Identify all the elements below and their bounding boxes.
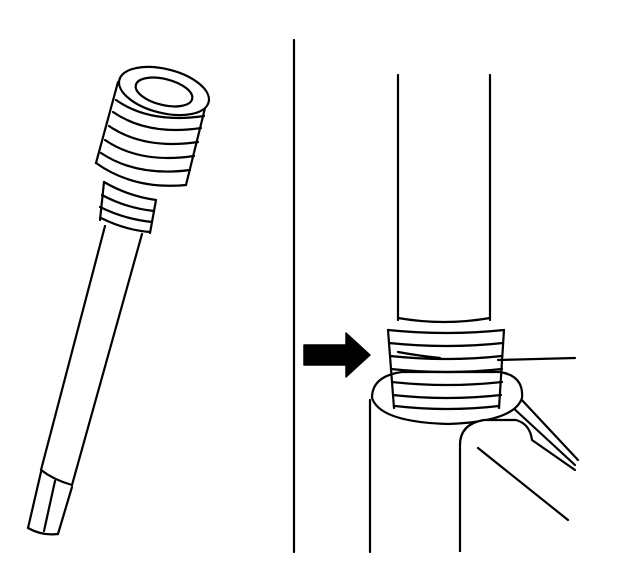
arrow-right-icon [303, 332, 371, 378]
left-panel-tool [26, 65, 211, 536]
rod-threads [386, 328, 577, 411]
tool-threaded-head [94, 65, 211, 187]
right-panel-assembly [303, 73, 580, 554]
tool-lower-threads [98, 180, 158, 235]
tool-shaft [26, 224, 144, 536]
fitting-clamp [458, 418, 577, 552]
rod-shaft [396, 73, 492, 324]
